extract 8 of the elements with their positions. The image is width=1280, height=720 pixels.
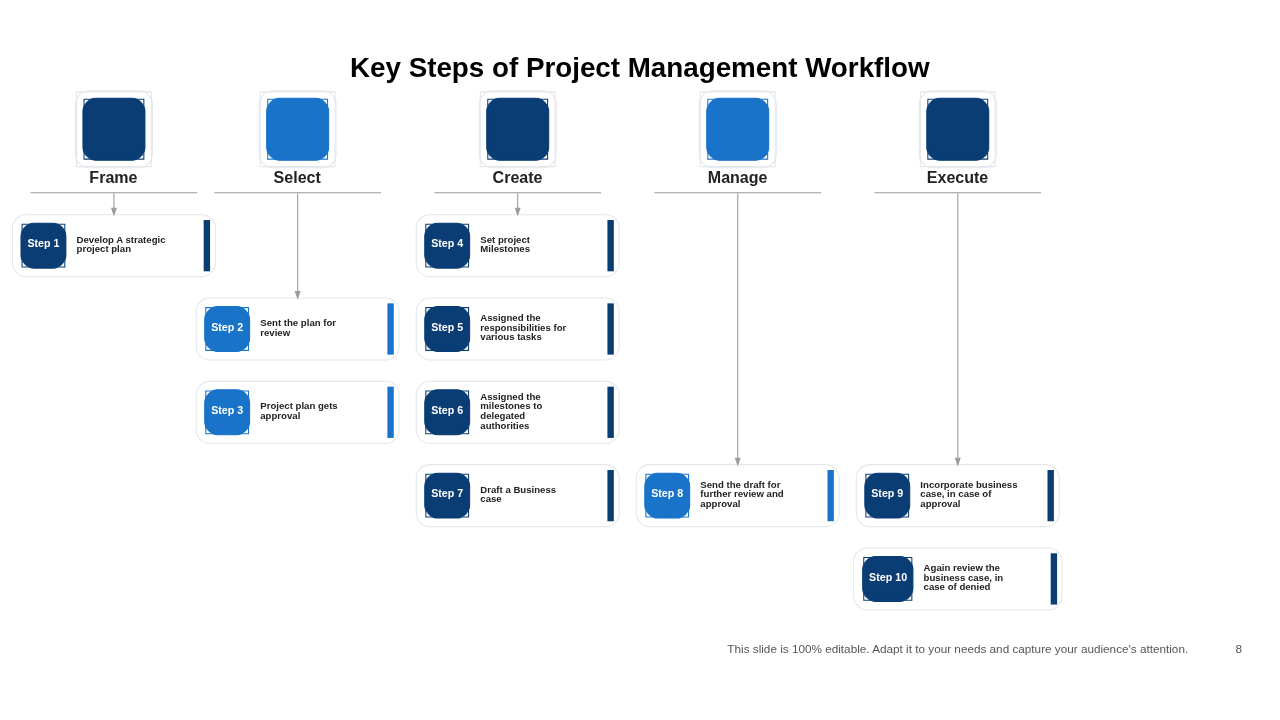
- arrow: [954, 192, 961, 466]
- label: 8: [1235, 641, 1242, 655]
- arrow: [514, 192, 521, 216]
- arrow: [734, 192, 741, 466]
- diagram-title: Key Steps of Project Management Workflow: [350, 51, 930, 83]
- arrow: [294, 192, 301, 300]
- caption: This slide is 100% editable. Adapt it to your needs and capture your audience's attention.: [727, 641, 1189, 655]
- arrow: [110, 192, 117, 216]
